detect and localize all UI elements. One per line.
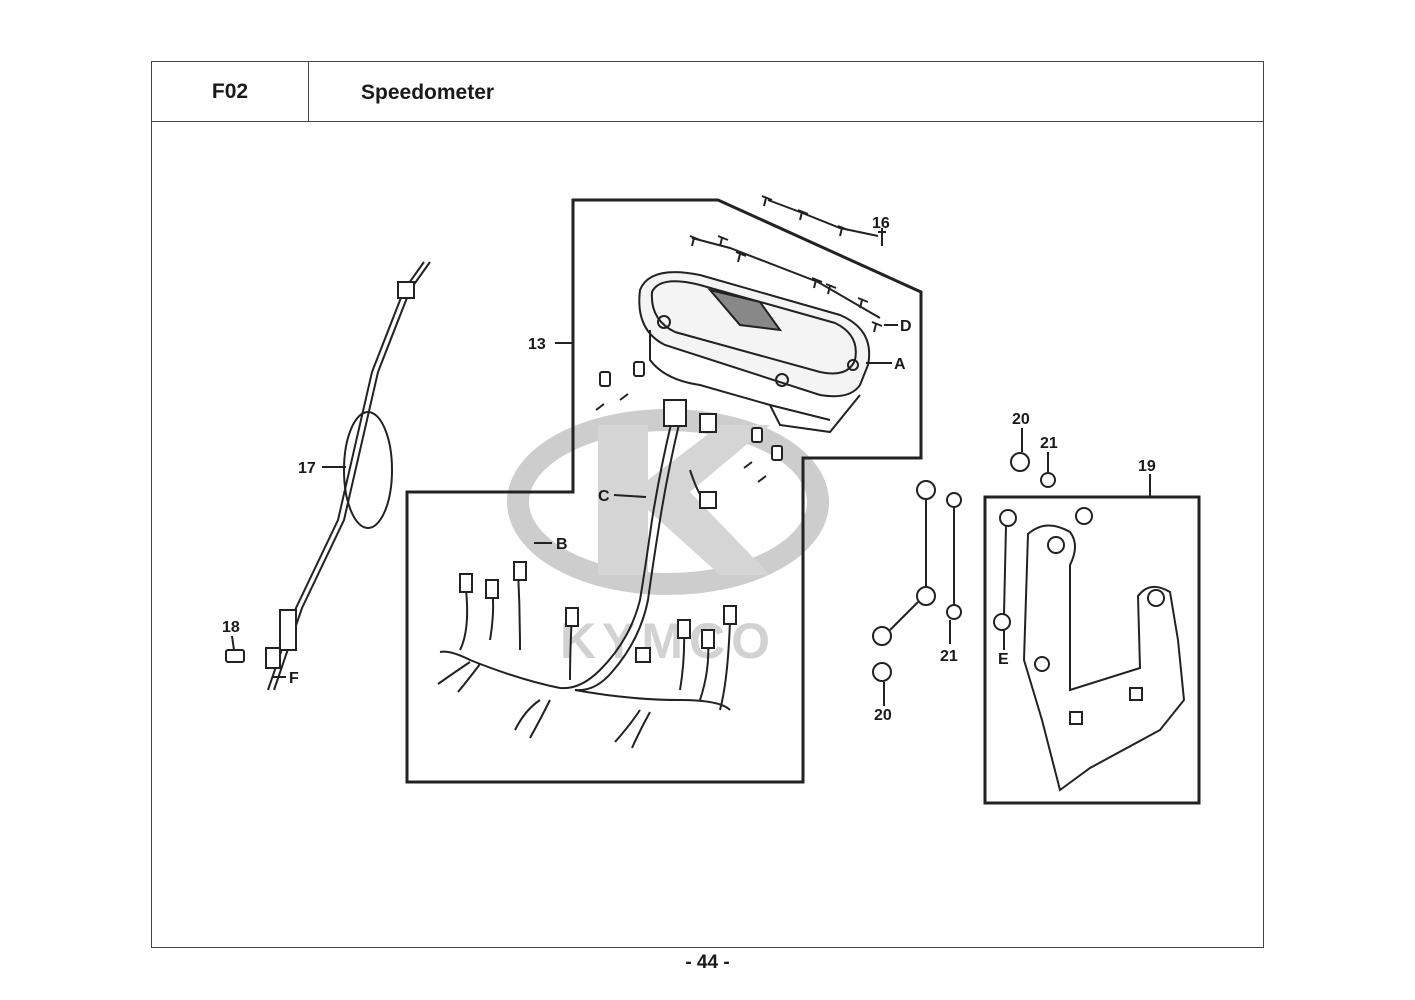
callout-E: E xyxy=(998,651,1009,668)
callout-21-lower: 21 xyxy=(940,648,958,665)
kymco-watermark-logo: KYMCO xyxy=(507,409,829,669)
callout-20-lower: 20 xyxy=(874,707,892,724)
speedometer-housing xyxy=(638,271,871,434)
speedometer-cable-17 xyxy=(265,261,431,691)
callout-16: 16 xyxy=(872,215,890,232)
section-code-text: F02 xyxy=(211,79,249,103)
callout-D: D xyxy=(900,318,912,335)
assembly-13-outline xyxy=(405,198,923,784)
section-title: Speedometer xyxy=(361,81,495,104)
svg-text:KYMCO: KYMCO xyxy=(560,613,776,669)
bracket-19 xyxy=(993,507,1186,792)
callout-labels: 16 D 13 A C B 17 18 F 20 21 19 21 E 20 xyxy=(222,215,1156,724)
callout-A: A xyxy=(894,356,906,373)
callout-18: 18 xyxy=(222,619,240,636)
diagram-frame xyxy=(151,121,1264,948)
callout-21-upper: 21 xyxy=(1040,435,1058,452)
bulb-sockets xyxy=(595,361,783,483)
callout-20-upper: 20 xyxy=(1012,411,1030,428)
callout-17: 17 xyxy=(298,460,316,477)
bolt-18 xyxy=(225,649,245,663)
wiring-harness xyxy=(437,399,737,749)
callout-F: F xyxy=(289,670,299,687)
section-title-cell: Speedometer xyxy=(309,61,1264,122)
callout-19: 19 xyxy=(1138,458,1156,475)
leader-lines xyxy=(231,230,1151,706)
callout-13: 13 xyxy=(528,336,546,353)
page-number: - 44 - xyxy=(685,952,730,973)
bracket-19-box xyxy=(983,495,1201,805)
callout-C: C xyxy=(598,488,610,505)
callout-B: B xyxy=(556,536,568,553)
mounting-hardware xyxy=(872,452,1056,682)
